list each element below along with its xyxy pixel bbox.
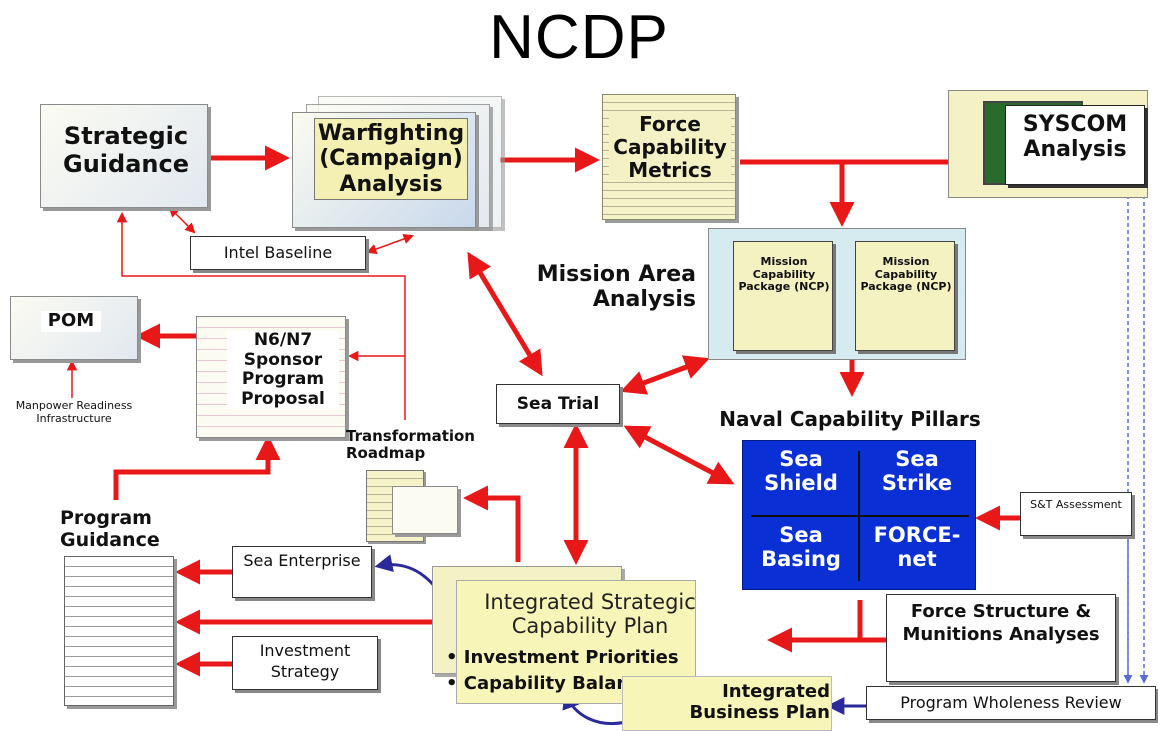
naval-pillars-box: Sea Shield Sea Strike Sea Basing FORCE-n…: [742, 440, 976, 590]
arrow-seatrial-pillars: [623, 425, 735, 485]
strategic-guidance-box: Strategic Guidance: [40, 104, 208, 208]
page-title: NCDP: [489, 3, 669, 72]
sponsor-box: N6/N7 Sponsor Program Proposal: [196, 316, 346, 438]
force-capability-metrics-box: Force Capability Metrics: [602, 94, 736, 220]
transformation-chart-icon: [392, 486, 458, 534]
manpower-label: Manpower Readiness Infrastructure: [15, 399, 133, 425]
arrow-forcestructure-iscp: [767, 600, 863, 653]
ncp-card-1-label: Mission Capability Package (NCP): [738, 255, 830, 294]
sea-basing-label: Sea Basing: [761, 523, 841, 572]
mission-area-analysis-label: Mission Area Analysis: [536, 262, 696, 313]
arrow-intel-warfighting: [366, 233, 414, 255]
naval-pillars-label: Naval Capability Pillars: [719, 407, 981, 431]
forcenet-label: FORCE-net: [873, 523, 961, 572]
iscp-label: Integrated Strategic Capability Plan: [484, 590, 696, 639]
ncp-card-2: Mission Capability Package (NCP): [855, 241, 955, 351]
sea-strike-label: Sea Strike: [881, 447, 953, 496]
iscp-bullet-investment: • Investment Priorities: [446, 647, 679, 668]
sea-shield-label: Sea Shield: [764, 447, 838, 496]
arrow-iscp-enterprise: [374, 554, 438, 589]
investment-strategy-box: Investment Strategy: [232, 636, 378, 690]
force-capability-metrics-label: Force Capability Metrics: [609, 113, 731, 182]
sponsor-label: N6/N7 Sponsor Program Proposal: [227, 330, 339, 410]
arrow-strategic-intel: [168, 206, 196, 234]
syscom-label: SYSCOM Analysis: [1005, 105, 1145, 185]
program-guidance-doc: [64, 556, 174, 706]
pom-label: POM: [41, 310, 101, 332]
sea-trial-box: Sea Trial: [496, 384, 620, 424]
arrow-guidance-sponsor: [113, 435, 281, 500]
intel-baseline-box: Intel Baseline: [190, 236, 366, 270]
line-feedback-strategic: [116, 211, 406, 420]
program-wholeness-box: Program Wholeness Review: [866, 686, 1156, 720]
arrow-seatrial-mission: [620, 355, 710, 395]
iscp-bullet-balance: • Capability Balance: [446, 673, 653, 694]
program-guidance-label: Program Guidance: [60, 507, 160, 551]
ncp-card-1: Mission Capability Package (NCP): [733, 241, 833, 351]
arrow-warfighting-seatrial: [467, 251, 543, 377]
ncp-card-2-label: Mission Capability Package (NCP): [860, 255, 952, 294]
warfighting-label: Warfighting (Campaign) Analysis: [314, 118, 468, 200]
pom-box: POM: [10, 296, 138, 360]
arrow-iscp-transformation: [463, 485, 521, 562]
sea-enterprise-box: Sea Enterprise: [232, 546, 372, 598]
syscom-box: SYSCOM Analysis: [948, 90, 1148, 198]
ibp-label: Integrated Business Plan: [689, 681, 830, 723]
ibp-box: [622, 676, 832, 731]
mission-area-box: Mission Capability Package (NCP) Mission…: [708, 228, 966, 360]
st-assessment-box: S&T Assessment: [1020, 492, 1132, 536]
strategic-guidance-label: Strategic Guidance: [63, 122, 189, 178]
force-structure-box: Force Structure & Munitions Analyses: [886, 594, 1116, 682]
transformation-label: Transformation Roadmap: [346, 427, 475, 463]
pillars-divider-h: [751, 515, 969, 517]
